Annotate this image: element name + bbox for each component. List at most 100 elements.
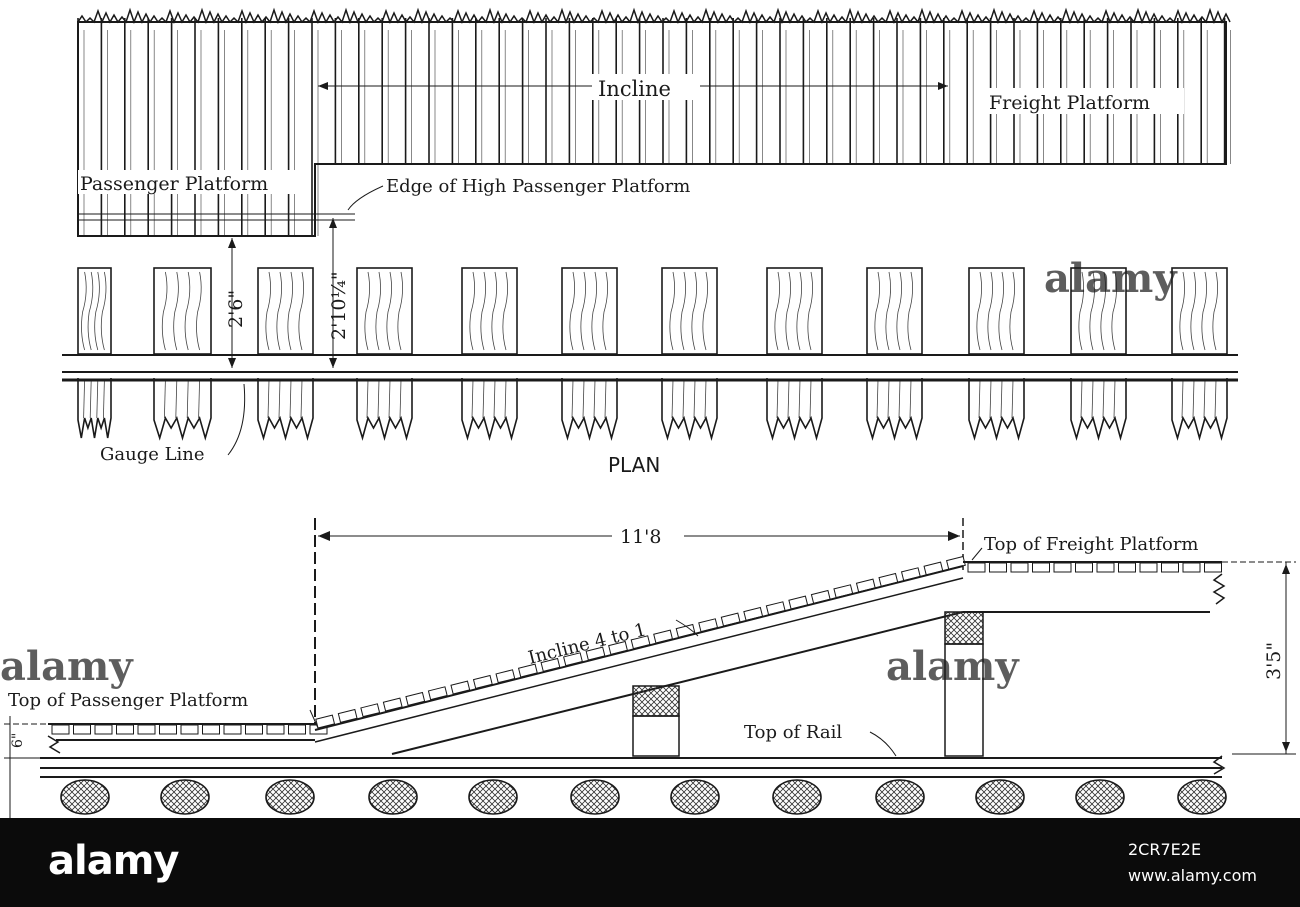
wood-grain	[989, 379, 992, 419]
deck-board-cell	[1010, 562, 1029, 573]
wood-grain	[582, 379, 585, 419]
passenger-break-icon	[47, 735, 61, 754]
rail-break-icon	[1212, 755, 1226, 775]
deck-board-cell	[967, 562, 986, 573]
site-url[interactable]: www.alamy.com	[1128, 866, 1257, 885]
wood-grain	[1113, 379, 1116, 419]
wood-grain	[669, 271, 675, 351]
tie-end	[866, 378, 923, 442]
wood-grain	[1214, 379, 1217, 419]
wood-grain	[1102, 379, 1105, 419]
top-rail-leader	[869, 731, 897, 757]
tie-section	[875, 779, 925, 815]
plan-view: Incline Freight Platform Passenger Platf…	[62, 7, 1238, 477]
tie	[356, 267, 413, 355]
arrow-left-icon	[318, 531, 330, 541]
wood-grain	[909, 379, 912, 419]
wood-grain	[1201, 271, 1207, 351]
wood-grain	[887, 379, 890, 419]
deck-board-cell	[1139, 562, 1158, 573]
wood-grain	[491, 271, 497, 351]
incline-label-bg	[592, 74, 700, 100]
watermark-logo: alamy	[886, 643, 1020, 690]
wood-grain	[1078, 271, 1084, 351]
deck-board-cell	[137, 724, 156, 735]
top-freight-label: Top of Freight Platform	[984, 534, 1199, 555]
wood-grain	[186, 379, 189, 419]
wood-grain	[1111, 271, 1117, 351]
wood-grain	[184, 271, 191, 351]
deck-board-cell	[1053, 562, 1072, 573]
wood-grain	[375, 271, 381, 351]
wood-grain	[571, 379, 574, 419]
wood-grain	[776, 379, 779, 419]
wood-grain	[482, 379, 485, 419]
wood-grain	[693, 379, 696, 419]
tie-section	[570, 779, 620, 815]
tie-section	[368, 779, 418, 815]
tie	[766, 267, 823, 355]
tie-end	[1070, 378, 1127, 442]
brand-logo: alamy	[48, 838, 179, 884]
deck-board-cell	[1032, 562, 1050, 573]
wood-grain	[1181, 379, 1184, 419]
wood-grain	[807, 271, 813, 351]
wood-grain	[604, 379, 607, 419]
gauge-leader	[227, 383, 246, 456]
top-passenger-label: Top of Passenger Platform	[8, 690, 248, 711]
arrow-up-icon	[1282, 564, 1290, 574]
deck-board-cell	[159, 724, 177, 735]
wood-grain	[1203, 379, 1206, 419]
tie-end	[661, 378, 718, 442]
wood-grain	[267, 379, 270, 419]
dim-2-6: 2'6"	[225, 290, 247, 328]
freight-label-bg	[986, 88, 1184, 114]
tie	[257, 267, 314, 355]
wood-grain	[874, 271, 880, 351]
wood-grain	[896, 271, 902, 351]
wood-grain	[94, 271, 100, 351]
deck-board-cell	[51, 724, 70, 735]
gauge-line-label: Gauge Line	[100, 444, 205, 465]
wood-grain	[787, 379, 790, 419]
watermarks: alamy alamy alamy	[0, 255, 1178, 690]
tie	[866, 267, 923, 355]
deck-board-cell	[202, 724, 220, 735]
wood-grain	[278, 379, 281, 419]
wood-grain	[1089, 271, 1095, 351]
tie-section	[265, 779, 315, 815]
tie-section	[772, 779, 822, 815]
watermark-logo: alamy	[0, 643, 134, 690]
wood-grain	[1190, 271, 1196, 351]
wood-grain	[89, 379, 92, 419]
deck-board-cell	[1204, 562, 1222, 573]
wood-grain	[300, 379, 303, 419]
tie-section	[468, 779, 518, 815]
tie-end	[968, 378, 1025, 442]
deck-board-cell	[1161, 562, 1179, 573]
deck-board-cell	[337, 708, 358, 723]
wood-grain	[366, 379, 369, 419]
arrow-right-icon	[948, 531, 960, 541]
platform-drawing: Incline Freight Platform Passenger Platf…	[0, 7, 1296, 818]
image-id: 2CR7E2E	[1128, 840, 1202, 859]
tie-end	[153, 378, 212, 441]
platform-deck-boards	[77, 18, 1231, 236]
post-lower	[632, 715, 680, 757]
incline-bottom	[314, 577, 964, 743]
wood-grain	[798, 379, 801, 419]
deck-board-cell	[245, 724, 263, 735]
wood-grain	[480, 271, 486, 351]
wood-grain	[796, 271, 802, 351]
incline-ratio-leader	[675, 619, 699, 637]
deck-board-cell	[989, 562, 1007, 573]
stock-banner: alamy 2CR7E2E www.alamy.com	[0, 818, 1300, 907]
tie	[461, 267, 518, 355]
wood-grain	[1000, 379, 1003, 419]
wood-grain	[364, 271, 370, 351]
elevation-view: 11'8 Top of Freight Platform Incline 4 t…	[4, 518, 1296, 818]
wood-grain	[671, 379, 674, 419]
wood-grain	[680, 271, 686, 351]
deck-board-cell	[223, 724, 242, 735]
wood-grain	[876, 379, 879, 419]
